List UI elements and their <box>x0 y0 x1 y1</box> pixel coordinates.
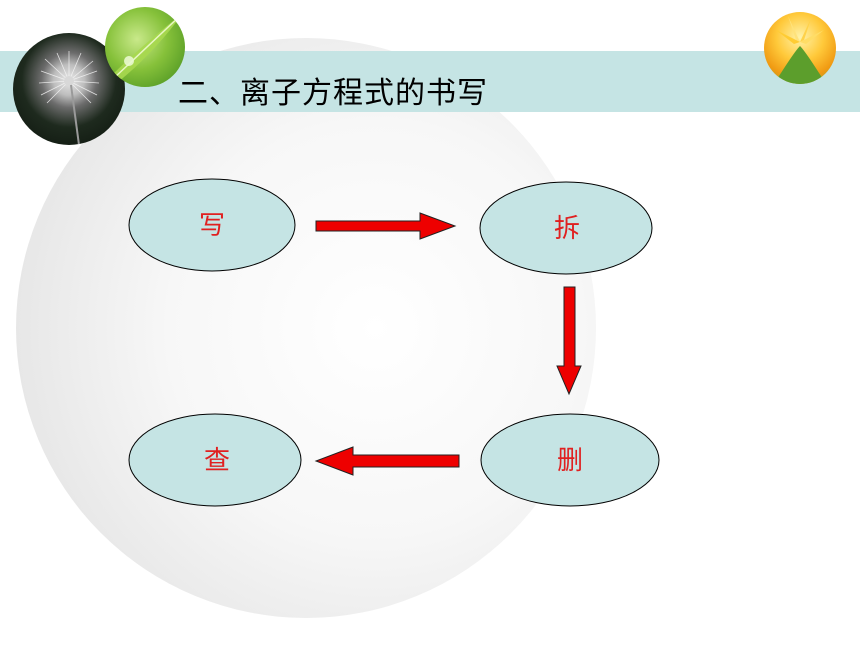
slide-title: 二、离子方程式的书写 <box>178 76 488 111</box>
node-check: 查 <box>128 413 302 507</box>
dandelion-photo <box>13 33 125 145</box>
node-write: 写 <box>128 178 296 272</box>
node-delete: 删 <box>480 413 660 507</box>
node-check-label: 查 <box>204 446 230 476</box>
arrow-split-to-delete <box>556 286 582 396</box>
arrow-delete-to-check <box>314 446 460 476</box>
leaf-dewdrop-photo <box>105 7 185 87</box>
node-write-label: 写 <box>199 211 225 241</box>
background-disc <box>16 38 596 618</box>
arrow-write-to-split <box>315 212 457 240</box>
node-split-label: 拆 <box>554 214 580 244</box>
yellow-flower-photo <box>764 12 836 84</box>
node-delete-label: 删 <box>557 446 583 476</box>
node-split: 拆 <box>479 181 653 275</box>
